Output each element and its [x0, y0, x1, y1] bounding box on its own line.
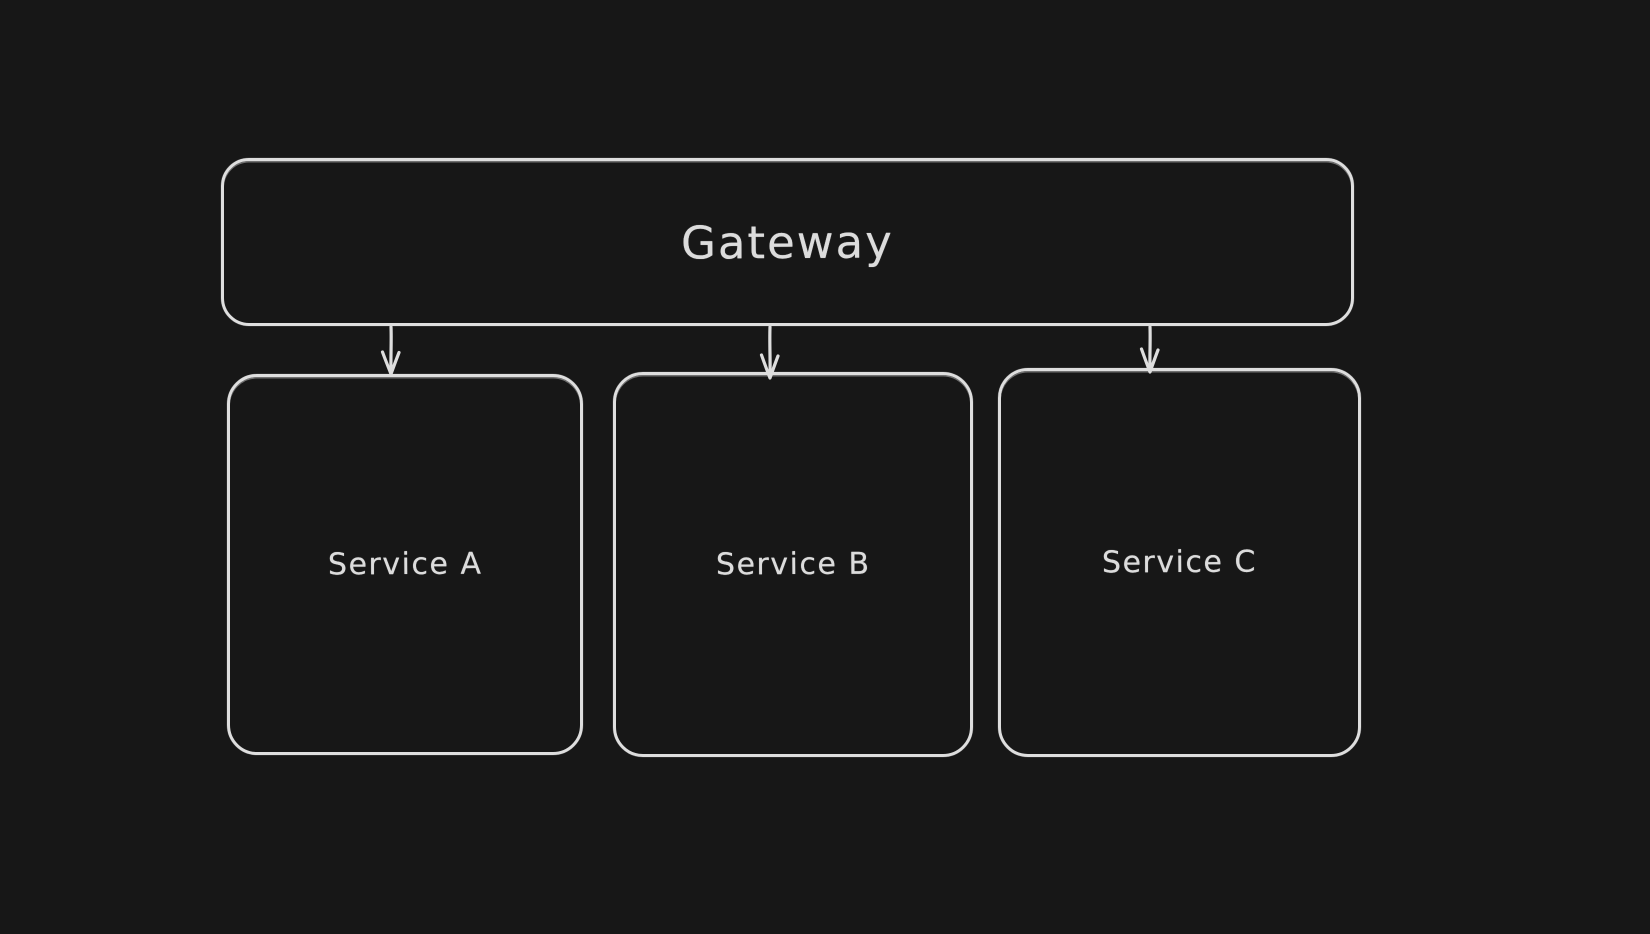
gateway-label: Gateway: [680, 214, 895, 270]
service-c-node[interactable]: Service C: [998, 368, 1361, 757]
arrow-gateway-to-service-c[interactable]: [1139, 325, 1160, 374]
service-a-node[interactable]: Service A: [227, 374, 583, 755]
arrow-gateway-to-service-a[interactable]: [380, 325, 401, 376]
service-a-label: Service A: [327, 546, 483, 583]
service-c-label: Service C: [1101, 544, 1258, 581]
service-b-label: Service B: [715, 546, 871, 583]
service-b-node[interactable]: Service B: [613, 372, 973, 757]
gateway-node[interactable]: Gateway: [221, 158, 1354, 326]
arrow-gateway-to-service-b[interactable]: [759, 325, 780, 380]
